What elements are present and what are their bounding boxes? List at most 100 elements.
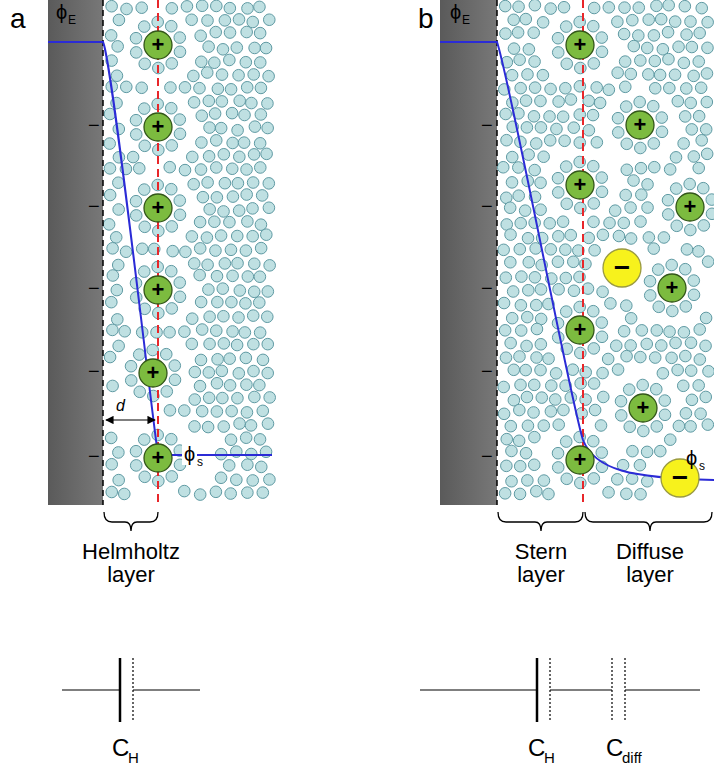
water-molecule <box>594 97 606 109</box>
water-molecule <box>702 256 714 268</box>
cation: + <box>565 170 595 200</box>
water-molecule <box>620 101 632 113</box>
water-molecule <box>597 367 609 379</box>
brace <box>104 512 158 531</box>
water-molecule <box>113 204 125 216</box>
water-molecule <box>165 102 177 114</box>
water-molecule <box>263 202 275 214</box>
electrode-charge: − <box>481 446 493 467</box>
water-molecule <box>588 216 600 228</box>
ion-circle <box>566 171 594 199</box>
electrode-charge: − <box>88 278 100 299</box>
water-molecule <box>234 285 246 297</box>
water-molecule <box>680 301 692 313</box>
water-molecule <box>247 203 259 215</box>
water-molecule <box>635 55 647 67</box>
water-molecule <box>498 297 510 309</box>
water-molecule <box>545 406 557 418</box>
water-molecule <box>575 202 587 214</box>
water-molecule <box>516 271 528 283</box>
water-molecule <box>656 126 668 138</box>
water-molecule <box>202 177 214 189</box>
water-molecule <box>685 365 697 377</box>
water-molecule <box>209 216 221 228</box>
water-molecule <box>139 58 151 70</box>
water-molecule <box>514 243 526 255</box>
water-molecule <box>112 259 124 271</box>
water-molecule <box>505 337 517 349</box>
water-molecule <box>245 420 257 432</box>
layer-label: Diffuse layer <box>595 540 705 586</box>
water-molecule <box>254 162 266 174</box>
water-molecule <box>700 124 712 136</box>
water-molecule <box>680 350 692 362</box>
water-molecule <box>641 338 653 350</box>
water-molecule <box>106 0 118 12</box>
water-molecule <box>621 300 633 312</box>
dimension-arrow <box>106 419 155 420</box>
water-molecule <box>240 245 252 257</box>
ion-circle <box>566 316 594 344</box>
water-molecule <box>637 379 649 391</box>
ion-circle <box>144 444 172 472</box>
subscript: s <box>195 456 205 469</box>
water-molecule <box>512 27 524 39</box>
water-molecule <box>696 2 708 14</box>
water-molecule <box>238 137 250 149</box>
helmholtz-plane <box>157 0 159 505</box>
water-molecule <box>215 230 227 242</box>
water-molecule <box>121 3 133 15</box>
water-molecule <box>130 129 142 141</box>
water-molecule <box>560 306 572 318</box>
water-molecule <box>231 339 243 351</box>
water-molecule <box>625 312 637 324</box>
water-molecule <box>130 32 142 44</box>
water-molecule <box>225 434 237 446</box>
water-molecule <box>649 82 661 94</box>
water-molecule <box>529 272 541 284</box>
water-molecule <box>679 263 691 275</box>
water-molecule <box>164 405 176 417</box>
water-molecule <box>203 367 215 379</box>
water-molecule <box>514 404 526 416</box>
water-molecule <box>588 343 600 355</box>
water-molecule <box>166 58 178 70</box>
capacitance-label: C <box>606 735 623 760</box>
water-molecule <box>669 69 681 81</box>
water-molecule <box>560 272 572 284</box>
water-molecule <box>618 28 630 40</box>
water-molecule <box>218 421 230 433</box>
water-molecule <box>706 194 714 206</box>
water-molecule <box>204 122 216 134</box>
water-molecule <box>695 82 707 94</box>
water-molecule <box>514 351 526 363</box>
water-molecule <box>557 216 569 228</box>
water-molecule <box>700 340 712 352</box>
water-molecule <box>501 433 513 445</box>
water-molecule <box>664 326 676 338</box>
water-molecule <box>219 258 231 270</box>
water-molecule <box>636 189 648 201</box>
water-molecule <box>500 352 512 364</box>
water-molecule <box>561 473 573 485</box>
ion-charge: + <box>634 114 647 136</box>
water-molecule <box>702 419 714 431</box>
water-molecule <box>587 305 599 317</box>
water-molecule <box>216 69 228 81</box>
water-molecule <box>621 138 633 150</box>
electrode-charge: − <box>88 446 100 467</box>
water-molecule <box>588 473 600 485</box>
ion-charge: + <box>684 196 697 218</box>
potential-symbol: ϕ <box>686 448 697 469</box>
water-molecule <box>651 0 663 12</box>
water-molecule <box>678 326 690 338</box>
water-molecule <box>216 96 228 108</box>
water-molecule <box>166 303 178 315</box>
water-molecule <box>583 124 595 136</box>
water-molecule <box>619 81 631 93</box>
water-molecule <box>700 312 712 324</box>
water-molecule <box>179 164 191 176</box>
water-molecule <box>666 259 678 271</box>
water-molecule <box>256 190 268 202</box>
water-molecule <box>125 375 137 387</box>
